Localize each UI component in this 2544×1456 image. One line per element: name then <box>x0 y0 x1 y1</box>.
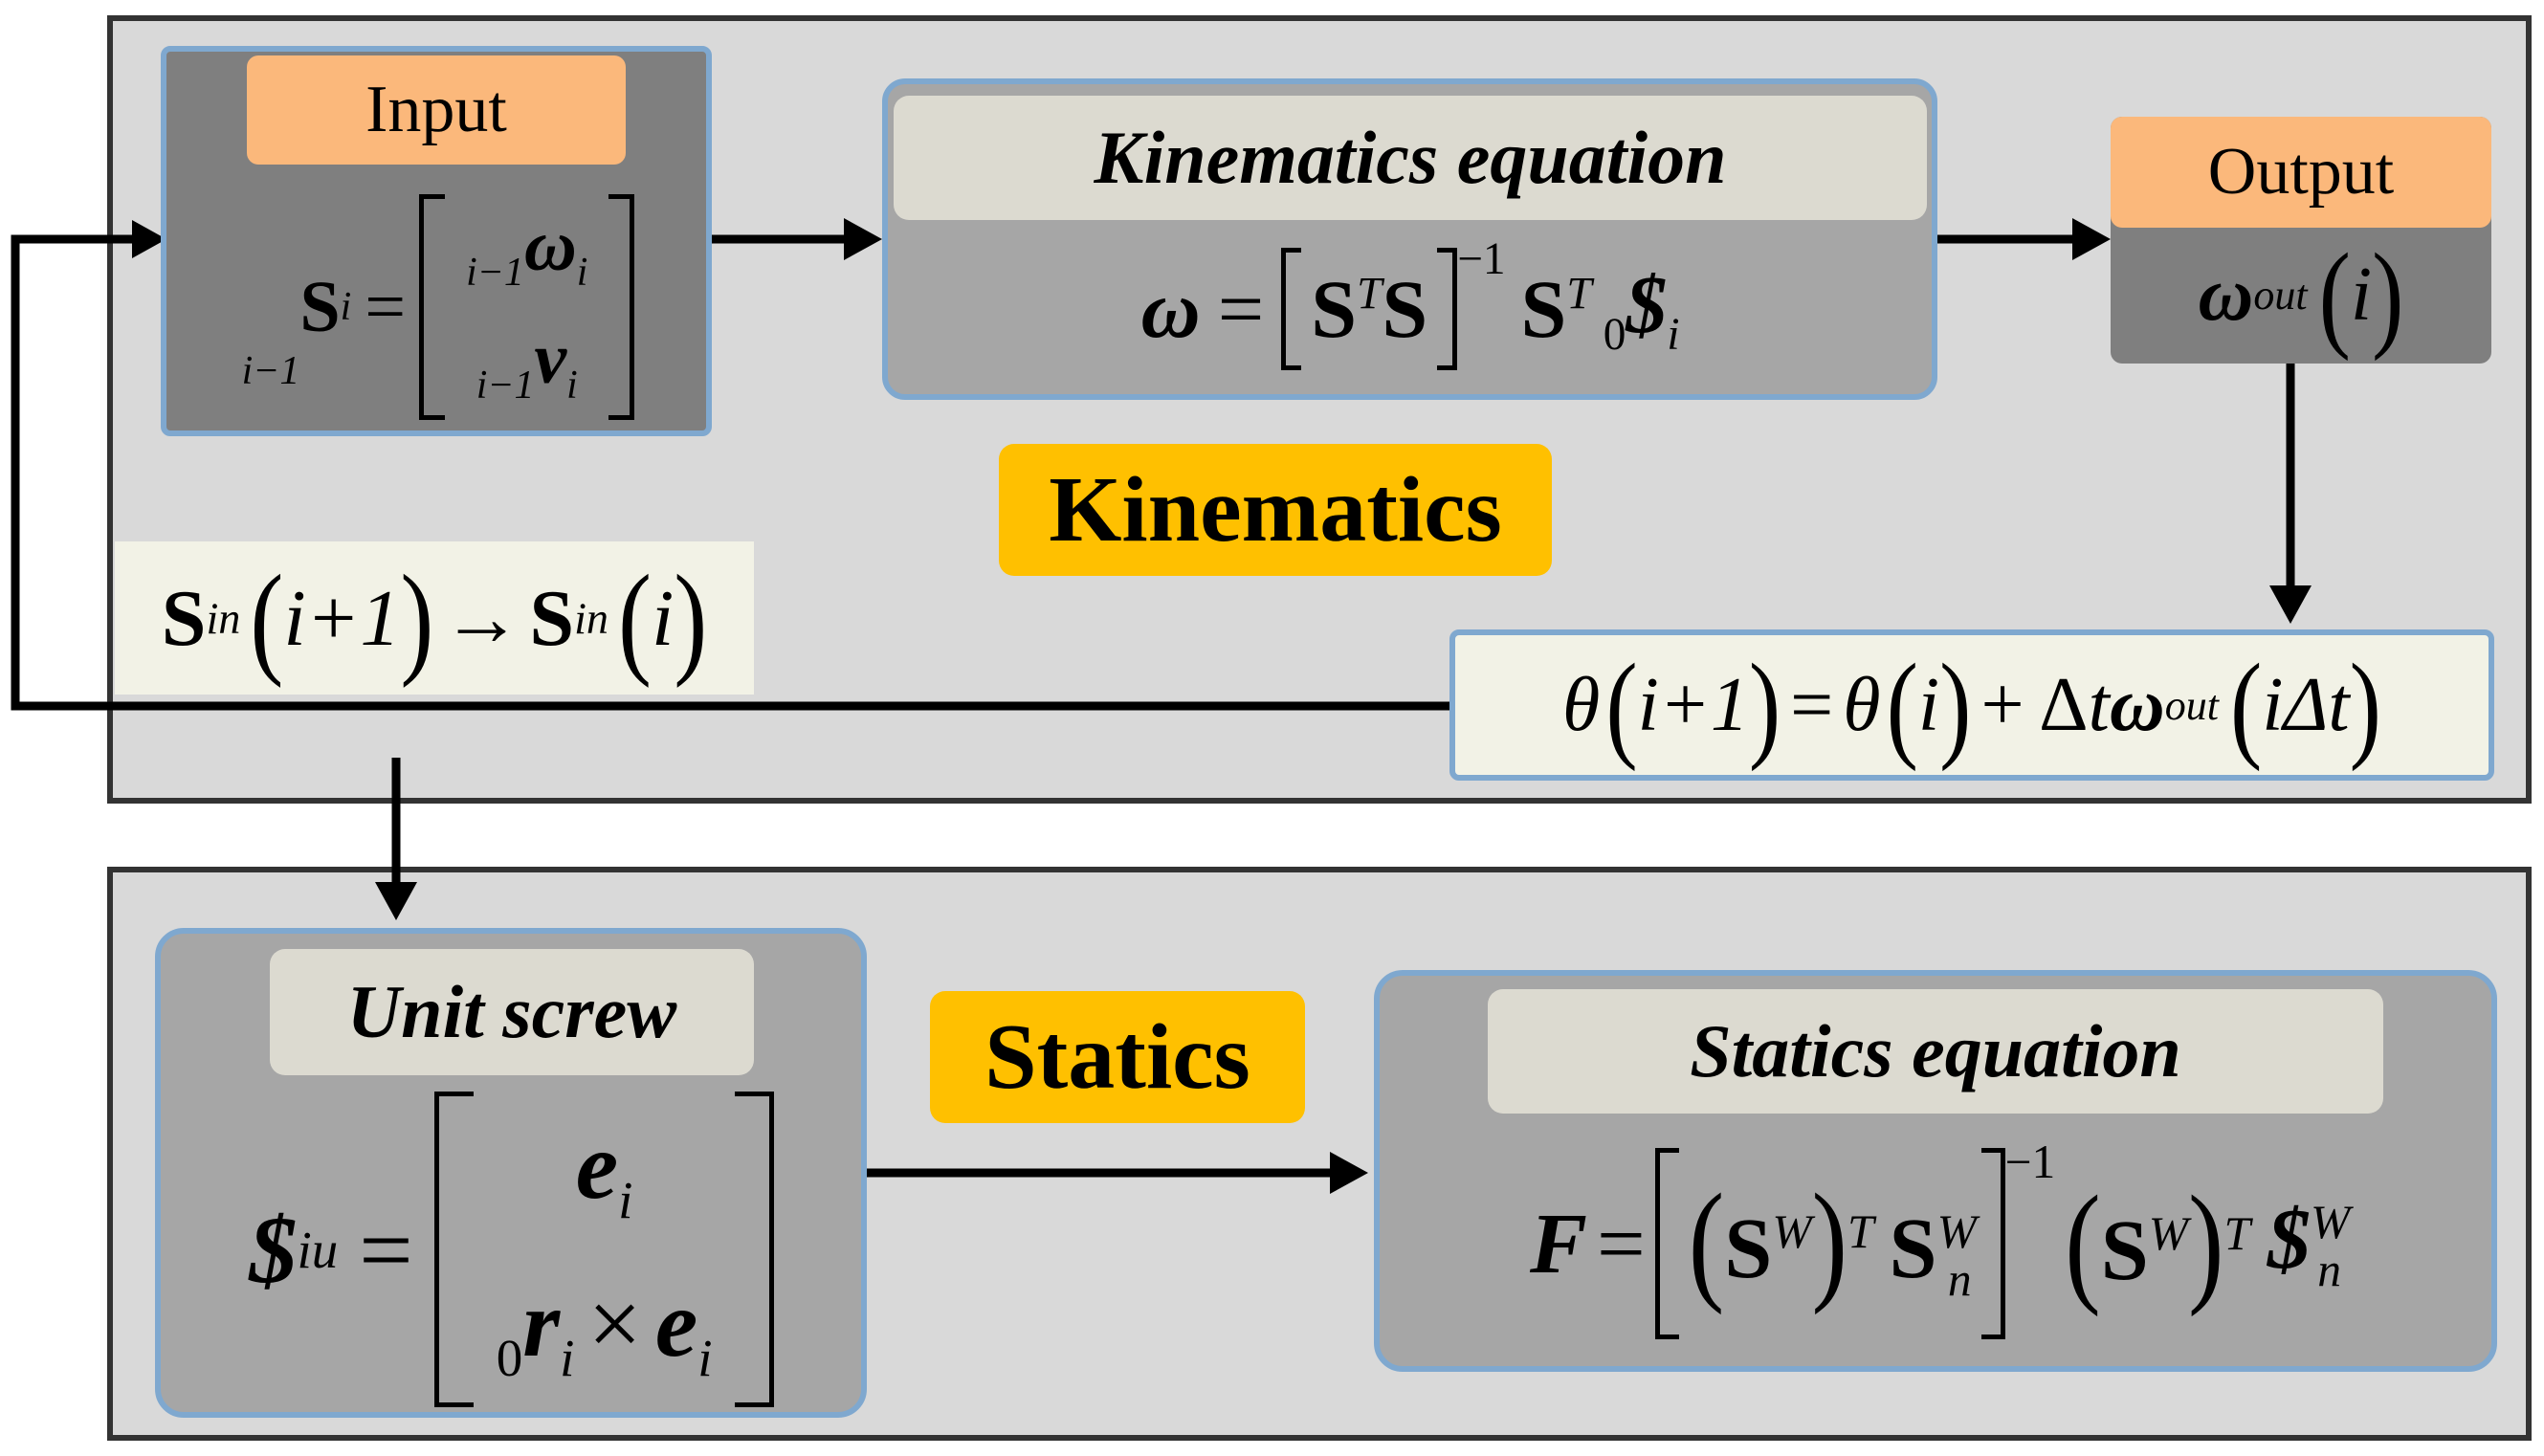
theta-arg2: i <box>1917 662 1940 747</box>
sin-s2: S <box>529 573 575 663</box>
unit-screw-row2-pre: 0 <box>496 1329 523 1387</box>
sin-sub1: in <box>206 593 241 643</box>
unit-screw-formula: $iu = ei 0ri×ei <box>168 1087 855 1412</box>
unit-screw-row2-e: e <box>654 1270 698 1377</box>
unit-screw-label: Unit screw <box>270 949 754 1075</box>
unit-screw-row2-esub: i <box>697 1329 713 1387</box>
theta-plus: + Δ <box>1980 662 2089 747</box>
unit-screw-row2-r: r <box>522 1270 561 1377</box>
theta-t: t <box>2088 662 2110 747</box>
theta-sym: θ <box>1562 662 1601 747</box>
unit-screw-lhs-sub: iu <box>297 1220 339 1279</box>
input-row1-sym: ω <box>523 206 577 287</box>
output-sym: ω <box>2198 252 2254 337</box>
output-label: Output <box>2111 117 2491 228</box>
kinematics-equation-formula: ω= STS−1 ST 0$i <box>894 228 1927 390</box>
input-row2-pre: i−1 <box>476 364 535 408</box>
statics-equation-label: Statics equation <box>1488 989 2383 1114</box>
input-row1-sub: i <box>576 251 588 296</box>
theta-arg3: iΔt <box>2262 662 2350 747</box>
unit-screw-row2-rsub: i <box>560 1329 575 1387</box>
theta-sub: out <box>2164 681 2219 729</box>
output-arg: i <box>2350 252 2373 337</box>
theta-arg1: i+1 <box>1637 662 1749 747</box>
input-row2-sym: v <box>534 319 567 400</box>
sin-arg2: i <box>651 573 675 663</box>
input-row2-sub: i <box>566 364 578 408</box>
theta-eq: = <box>1790 662 1834 747</box>
kinematics-title: Kinematics <box>999 444 1552 576</box>
feedback-loop-line <box>11 234 1449 711</box>
sin-s1: S <box>161 573 207 663</box>
input-lhs-pre: i−1 <box>241 349 300 393</box>
unit-screw-row1-sub: i <box>618 1171 633 1229</box>
theta-w: ω <box>2109 662 2165 747</box>
unit-screw-row2-times: × <box>587 1270 642 1377</box>
unit-screw-row1-sym: e <box>575 1113 619 1219</box>
statics-title: Statics <box>930 991 1305 1123</box>
output-sub: out <box>2253 271 2308 319</box>
input-label: Input <box>247 55 626 165</box>
sin-arrow: → <box>441 573 522 663</box>
feedback-arrowhead <box>132 220 166 258</box>
sin-arg1: i+1 <box>283 573 401 663</box>
kinematics-equation-label: Kinematics equation <box>894 96 1927 220</box>
input-lhs-sym: S <box>299 266 341 347</box>
input-row1-pre: i−1 <box>466 251 524 296</box>
sin-sub2: in <box>574 593 608 643</box>
input-lhs-sub: i <box>340 285 352 329</box>
unit-screw-lhs-sym: $ <box>249 1196 298 1303</box>
